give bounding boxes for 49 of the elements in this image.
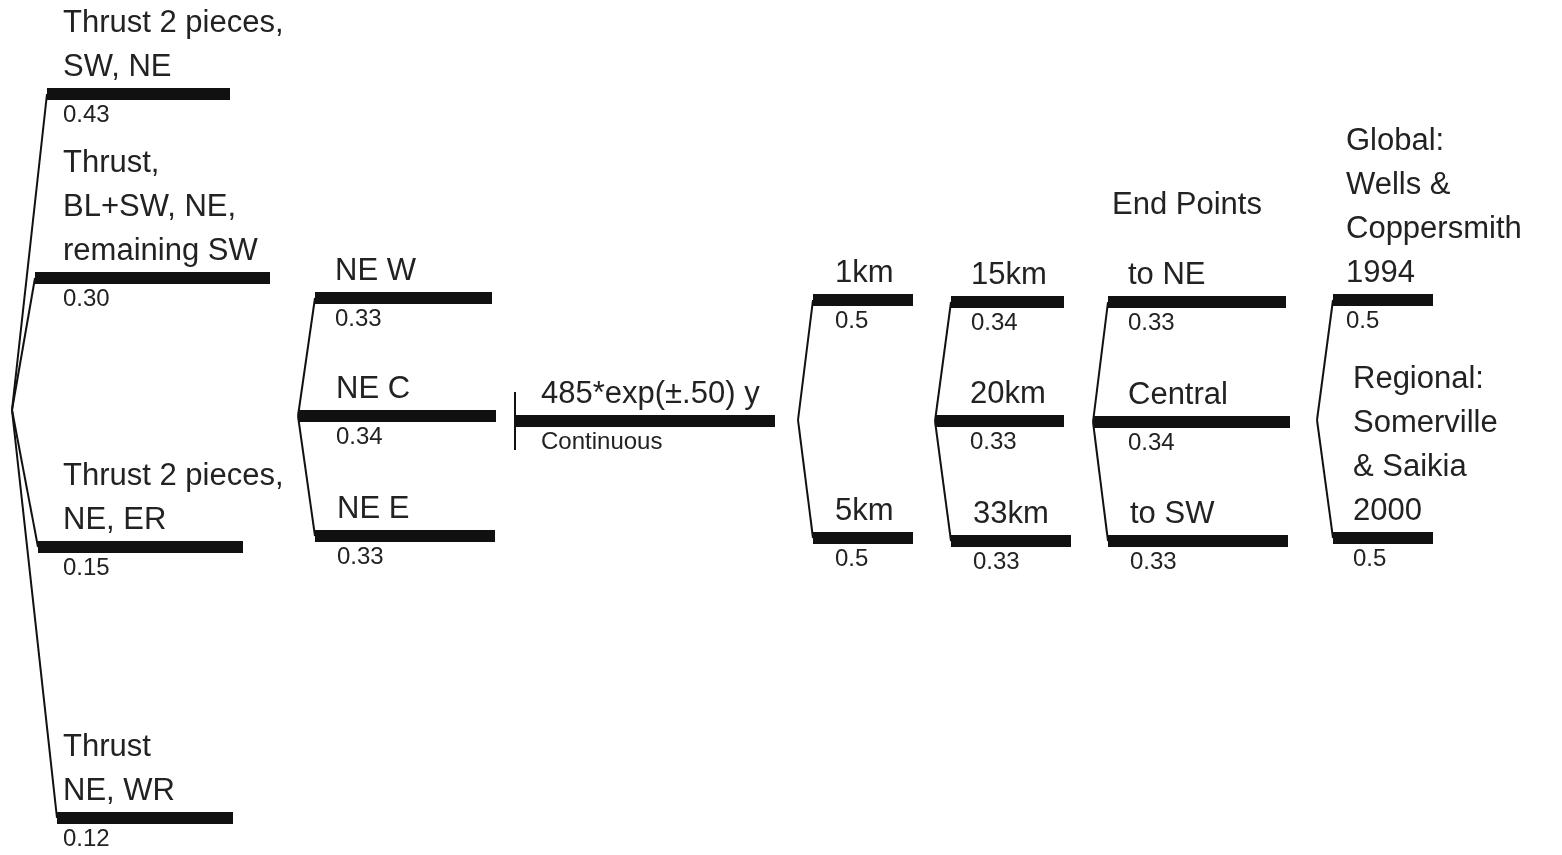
branch-line bbox=[1092, 421, 1109, 542]
branch-label: 5km bbox=[835, 491, 895, 529]
branch-label: Thrust 2 pieces, NE, ER bbox=[63, 456, 285, 538]
branch-label: Regional: Somerville & Saikia 2000 bbox=[1353, 359, 1499, 529]
branch-label: 485*exp(±.50) y bbox=[541, 374, 761, 412]
branch-label: Thrust 2 pieces, SW, NE bbox=[63, 3, 285, 85]
branch-weight: 0.34 bbox=[971, 308, 1018, 336]
branch-line bbox=[297, 415, 316, 537]
branch-weight: 0.33 bbox=[973, 547, 1020, 575]
branch-weight: 0.5 bbox=[1346, 306, 1380, 334]
branch-line bbox=[1316, 419, 1334, 539]
branch-line bbox=[297, 297, 316, 417]
branch-weight: 0.33 bbox=[970, 427, 1017, 455]
branch-label: 15km bbox=[971, 255, 1048, 293]
branch-label: Global: Wells & Coppersmith 1994 bbox=[1346, 121, 1523, 291]
branch-label: to SW bbox=[1130, 494, 1216, 532]
branch-weight: 0.33 bbox=[1130, 547, 1177, 575]
branch-line bbox=[797, 299, 814, 421]
branch-weight: 0.33 bbox=[335, 304, 382, 332]
branch-label: Thrust NE, WR bbox=[63, 727, 176, 809]
branch-line bbox=[1316, 299, 1334, 421]
branch-label: to NE bbox=[1128, 255, 1207, 293]
branch-label: NE W bbox=[335, 251, 417, 289]
branch-label: NE C bbox=[336, 369, 412, 407]
branch-weight: 0.5 bbox=[835, 306, 869, 334]
branch-label: Central bbox=[1128, 375, 1229, 413]
branch-weight: 0.12 bbox=[63, 824, 110, 852]
branch-line bbox=[934, 301, 952, 422]
branch-weight: 0.34 bbox=[1128, 428, 1175, 456]
branch-weight: 0.5 bbox=[1353, 544, 1387, 572]
branch-label: Thrust, BL+SW, NE, remaining SW bbox=[63, 143, 259, 269]
branch-line bbox=[1092, 301, 1109, 423]
branch-line bbox=[11, 277, 36, 411]
column-heading: End Points bbox=[1112, 185, 1262, 223]
branch-weight: Continuous bbox=[541, 427, 663, 455]
branch-weight: 0.43 bbox=[63, 100, 110, 128]
branch-weight: 0.33 bbox=[1128, 308, 1175, 336]
branch-line bbox=[797, 419, 814, 539]
branch-line bbox=[934, 420, 952, 542]
branch-label: 1km bbox=[835, 253, 895, 291]
branch-label: 20km bbox=[970, 374, 1047, 412]
branch-weight: 0.33 bbox=[337, 542, 384, 570]
branch-weight: 0.15 bbox=[63, 553, 110, 581]
branch-weight: 0.34 bbox=[336, 422, 383, 450]
branch-line bbox=[11, 409, 58, 819]
branch-label: 33km bbox=[973, 494, 1050, 532]
branch-weight: 0.5 bbox=[835, 544, 869, 572]
branch-weight: 0.30 bbox=[63, 284, 110, 312]
branch-label: NE E bbox=[337, 489, 411, 527]
